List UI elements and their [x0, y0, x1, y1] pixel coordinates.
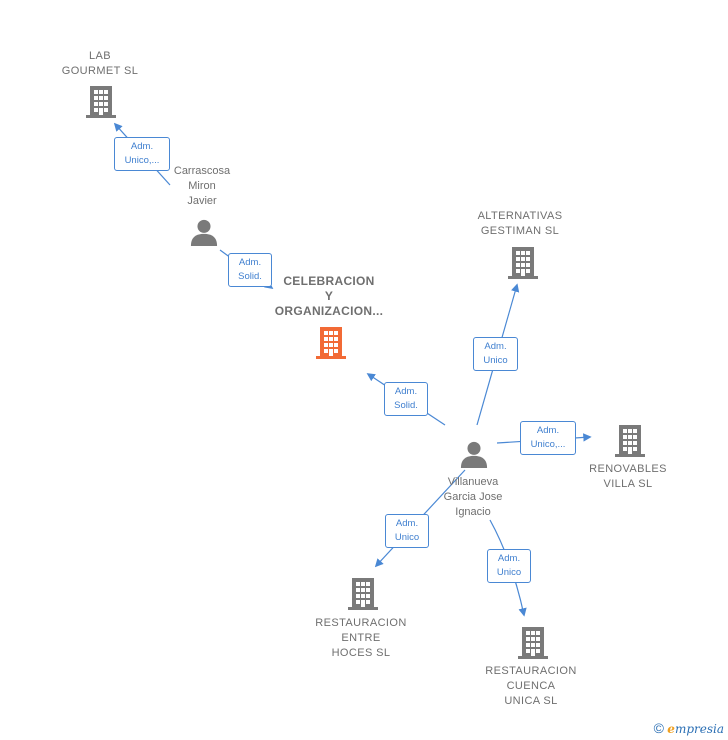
edge-label-e1[interactable]: Adm. Unico,... — [114, 137, 170, 171]
brand-logo-e: e — [667, 722, 675, 736]
node-label-lab-gourmet[interactable]: LAB GOURMET SL — [61, 50, 139, 77]
edge-label-e5[interactable]: Adm. Unico,... — [520, 421, 576, 455]
edge-label-e4[interactable]: Adm. Unico — [473, 337, 518, 371]
edge-label-e3[interactable]: Adm. Solid. — [384, 382, 428, 416]
node-label-villanueva[interactable]: Villanueva Garcia Jose Ignacio — [443, 476, 503, 518]
edge-label-e6[interactable]: Adm. Unico — [385, 514, 429, 548]
edge-label-e7[interactable]: Adm. Unico — [487, 549, 531, 583]
person-icon[interactable] — [460, 441, 488, 468]
node-label-restauracion-cuenca[interactable]: RESTAURACION CUENCA UNICA SL — [485, 665, 577, 707]
brand-name: mpresia — [674, 722, 724, 736]
node-label-alternativas[interactable]: ALTERNATIVAS GESTIMAN SL — [477, 210, 563, 237]
edge-label-e2[interactable]: Adm. Solid. — [228, 253, 272, 287]
node-label-celebracion[interactable]: CELEBRACION Y ORGANIZACION... — [274, 274, 384, 318]
node-label-carrascosa[interactable]: Carrascosa Miron Javier — [173, 165, 231, 207]
node-label-renovables[interactable]: RENOVABLES VILLA SL — [589, 463, 667, 490]
node-label-restauracion-entre[interactable]: RESTAURACION ENTRE HOCES SL — [315, 617, 407, 659]
copyright-symbol: © — [653, 720, 664, 736]
building-icon[interactable] — [518, 627, 548, 659]
footer-brand: © empresia — [654, 720, 724, 736]
building-icon[interactable] — [508, 247, 538, 279]
building-icon[interactable] — [615, 425, 645, 457]
building-icon[interactable] — [348, 578, 378, 610]
person-icon[interactable] — [190, 219, 218, 246]
building-icon[interactable] — [86, 86, 116, 118]
building-icon[interactable] — [316, 327, 346, 359]
